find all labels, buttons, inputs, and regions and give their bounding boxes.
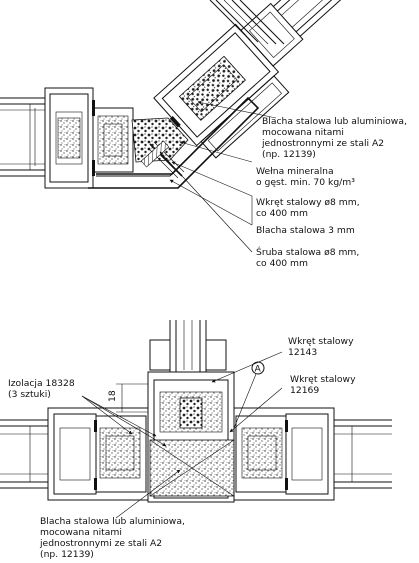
top-callout-sruba: Śruba stalowa ø8 mm, co 400 mm <box>256 246 362 269</box>
top-callout-blacha: Blacha stalowa lub aluminiowa, mocowana … <box>261 116 410 160</box>
top-callout-wkret: Wkręt stalowy ø8 mm, co 400 mm <box>256 197 363 219</box>
bottom-right-profile <box>233 407 392 501</box>
izolacja-label: Izolacja 18328 (3 sztuki) <box>8 378 78 400</box>
svg-text:A: A <box>255 364 262 375</box>
top-bolt <box>140 140 170 168</box>
bottom-left-profile <box>0 407 149 501</box>
wkret-12143-label: Wkręt stalowy 12143 <box>288 336 356 358</box>
top-left-profile <box>0 87 134 189</box>
top-corner-detail: Blacha stalowa lub aluminiowa, mocowana … <box>0 0 410 269</box>
top-callout-welna: Wełna mineralna o gęst. min. 70 kg/m³ <box>256 166 355 188</box>
wkret-12169-label: Wkręt stalowy 12169 <box>290 374 358 396</box>
svg-text:18: 18 <box>107 390 118 402</box>
detail-marker-A: A <box>233 361 265 429</box>
top-angled-profile <box>153 0 360 159</box>
bottom-t-detail: 18 A Wkręt stalowy 12143 Wkręt stalowy 1… <box>0 320 392 560</box>
top-callout-blacha-3mm: Blacha stalowa 3 mm <box>256 225 355 236</box>
bottom-vertical-glazing <box>149 320 227 372</box>
bottom-blacha-label: Blacha stalowa lub aluminiowa, mocowana … <box>39 516 188 560</box>
dimension-18: 18 <box>107 383 148 413</box>
